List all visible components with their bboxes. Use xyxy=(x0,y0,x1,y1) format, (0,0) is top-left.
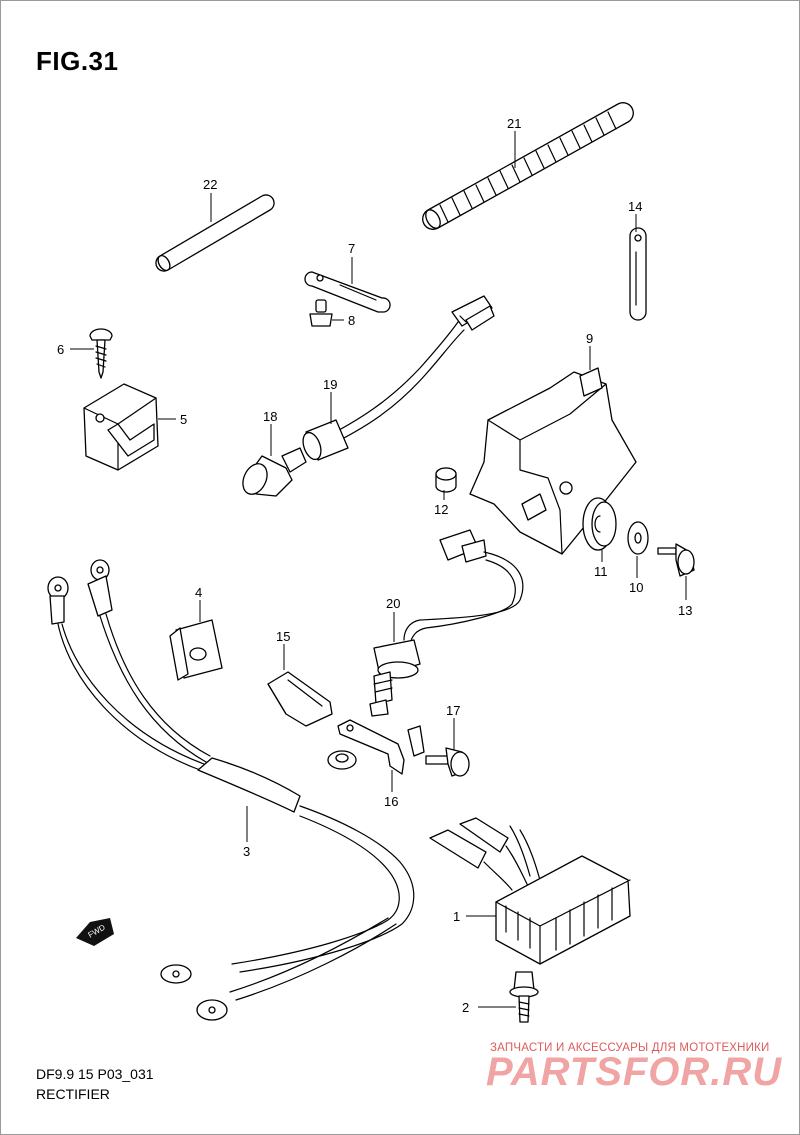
diagram-name: RECTIFIER xyxy=(36,1086,110,1102)
callout-10[interactable]: 10 xyxy=(629,580,643,595)
callout-3[interactable]: 3 xyxy=(243,844,250,859)
figure-title: FIG.31 xyxy=(36,46,119,76)
callout-7[interactable]: 7 xyxy=(348,241,355,256)
part-16-bracket[interactable] xyxy=(327,719,425,775)
callout-16[interactable]: 16 xyxy=(384,794,398,809)
callout-2[interactable]: 2 xyxy=(462,1000,469,1015)
callout-18[interactable]: 18 xyxy=(263,409,277,424)
part-21-spiral-wrap[interactable] xyxy=(422,102,634,231)
part-1-rectifier[interactable] xyxy=(429,817,631,965)
part-5-clamp-block[interactable] xyxy=(83,383,159,471)
callout-4[interactable]: 4 xyxy=(195,585,202,600)
callout-1[interactable]: 1 xyxy=(453,909,460,924)
callout-14[interactable]: 14 xyxy=(628,199,642,214)
callout-19[interactable]: 19 xyxy=(323,377,337,392)
part-13-bolt[interactable] xyxy=(657,543,695,577)
part-22-tube[interactable] xyxy=(155,194,275,272)
callout-12[interactable]: 12 xyxy=(434,502,448,517)
part-18-switch-harness[interactable] xyxy=(238,295,495,498)
callout-11[interactable]: 11 xyxy=(594,564,608,579)
callout-6[interactable]: 6 xyxy=(57,342,64,357)
callout-9[interactable]: 9 xyxy=(586,331,593,346)
part-15-cover[interactable] xyxy=(267,671,333,727)
part-4-grommet[interactable] xyxy=(169,619,223,681)
part-7-clamp[interactable] xyxy=(304,271,391,313)
part-3-wire-harness[interactable] xyxy=(47,559,415,1021)
model-code: DF9.9 15 P03_031 xyxy=(36,1066,154,1082)
part-17-bolt[interactable] xyxy=(425,747,470,777)
callout-17[interactable]: 17 xyxy=(446,703,460,718)
callout-13[interactable]: 13 xyxy=(678,603,692,618)
part-11-grommet[interactable] xyxy=(582,497,617,551)
callout-15[interactable]: 15 xyxy=(276,629,290,644)
fwd-arrow-icon: FWD xyxy=(76,918,114,946)
part-19-grommet[interactable] xyxy=(300,419,349,462)
part-10-washer[interactable] xyxy=(627,521,649,555)
watermark-caption: ЗАПЧАСТИ И АКСЕССУАРЫ ДЛЯ МОТОТЕХНИКИ xyxy=(490,1042,770,1054)
callout-8[interactable]: 8 xyxy=(348,313,355,328)
part-6-screw[interactable] xyxy=(89,328,113,379)
callout-5[interactable]: 5 xyxy=(180,412,187,427)
watermark-logo: PARTSFOR.RU xyxy=(486,1050,783,1094)
part-8-bolt[interactable] xyxy=(309,299,333,327)
part-14-cable-strap[interactable] xyxy=(629,227,647,321)
callout-20[interactable]: 20 xyxy=(386,596,400,611)
part-2-bolt[interactable] xyxy=(509,971,539,1023)
callout-21[interactable]: 21 xyxy=(507,116,521,131)
callout-22[interactable]: 22 xyxy=(203,177,217,192)
part-12-cap[interactable] xyxy=(435,467,457,493)
part-20-neutral-switch[interactable] xyxy=(369,529,524,717)
